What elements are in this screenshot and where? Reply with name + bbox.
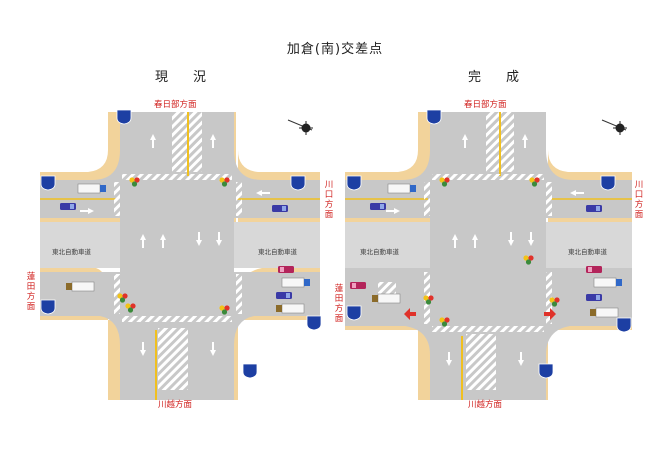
direction-east-right: 川口方面 [634,180,644,220]
direction-west-right: 蓮田方面 [334,284,344,324]
car-eastbound [60,203,76,210]
truck-westbound [77,183,107,194]
expressway-label-left: 東北自動車道 [360,247,400,256]
panel-completed: 東北自動車道 東北自動車道 [345,109,632,400]
route-shield-sw-icon [40,299,56,315]
diagram-title: 加倉(南)交差点 [286,42,384,57]
direction-east-left: 川口方面 [324,180,334,220]
expressway-label-left: 東北自動車道 [52,247,92,256]
car-eastbound-2 [272,205,288,212]
direction-west-left: 蓮田方面 [26,272,36,312]
direction-south-right: 川越方面 [468,400,503,410]
subtitle-current: 現 況 [155,70,213,85]
north-arrow-icon [287,119,313,135]
route-shield-nw-icon [40,175,56,191]
north-arrow-icon [601,119,627,135]
route-shield-ne-icon [290,175,306,191]
truck-eastbound [65,281,95,292]
truck-westbound-3 [275,303,305,314]
truck-westbound-2 [281,277,311,288]
route-shield-se-icon [306,315,322,331]
panel-current: 東北自動車道 東北自動車道 [40,109,322,400]
route-shield-north-icon [116,109,132,125]
east-west-road-south [40,272,320,316]
direction-north-right: 春日部方面 [464,100,507,110]
direction-north-left: 春日部方面 [154,100,197,110]
expressway-label-right: 東北自動車道 [258,247,298,256]
direction-south-left: 川越方面 [158,400,193,410]
car-westbound [278,266,294,273]
car-westbound-2 [276,292,292,299]
subtitle-completed: 完 成 [468,70,526,85]
expressway-label-right: 東北自動車道 [568,247,608,256]
route-shield-south-icon [242,363,258,379]
